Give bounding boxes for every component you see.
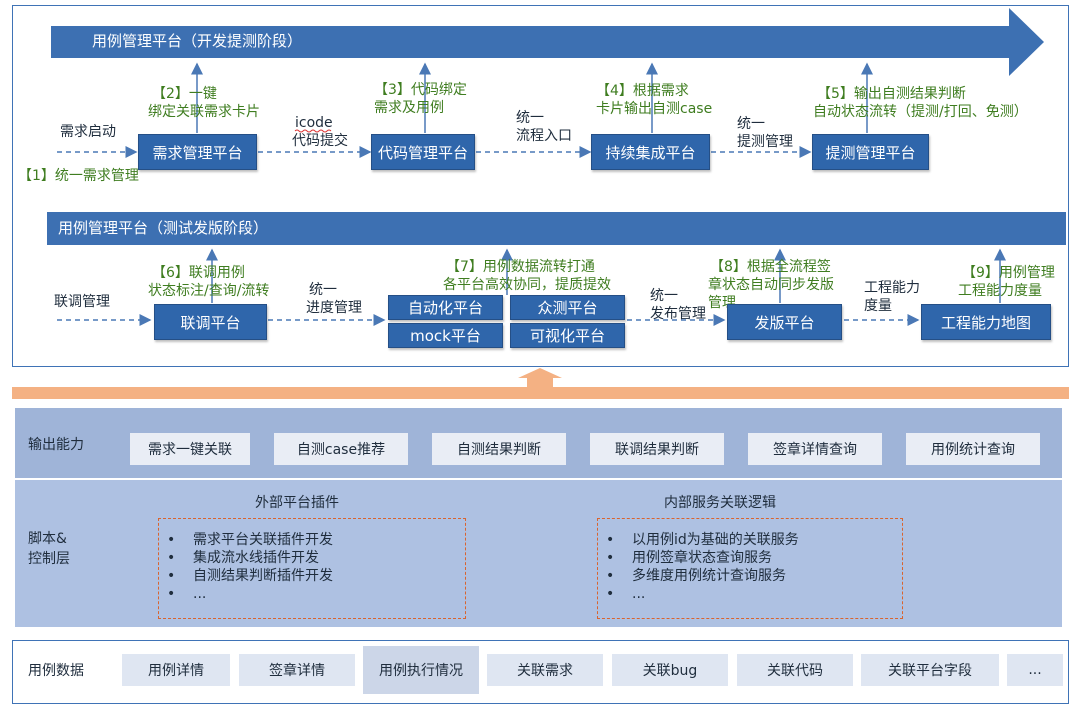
- internal-services-list: 以用例id为基础的关联服务 用例签章状态查询服务 多维度用例统计查询服务 ...: [598, 531, 902, 603]
- data-item[interactable]: 用例详情: [122, 654, 230, 686]
- data-item[interactable]: 关联代码: [737, 654, 853, 686]
- capability-item[interactable]: 用例统计查询: [906, 433, 1040, 465]
- data-item[interactable]: 关联bug: [612, 654, 728, 686]
- annotation-8-line2: 章状态自动同步发版: [708, 277, 834, 293]
- flow-label-unified-2: 统一: [737, 116, 765, 132]
- annotation-5-line1: 【5】输出自测结果判断: [817, 86, 966, 102]
- external-plugins-list: 需求平台关联插件开发 集成流水线插件开发 自测结果判断插件开发 ...: [159, 531, 465, 603]
- flow-label-flow-entry: 流程入口: [516, 128, 572, 144]
- release-phase-banner: 用例管理平台（测试发版阶段）: [58, 219, 269, 237]
- annotation-6-line2: 状态标注/查询/流转: [148, 283, 270, 299]
- list-item: ...: [598, 585, 902, 603]
- annotation-6-line1: 【6】联调用例: [152, 265, 245, 281]
- capability-item[interactable]: 自测case推荐: [274, 433, 408, 465]
- script-layer-label-line2: 控制层: [28, 551, 70, 567]
- platform-ci[interactable]: 持续集成平台: [591, 134, 710, 170]
- platform-crowd-testing[interactable]: 众测平台: [510, 295, 625, 320]
- annotation-7-line1: 【7】用例数据流转打通: [446, 259, 595, 275]
- annotation-9-line2: 工程能力度量: [958, 283, 1042, 299]
- orange-band: [12, 387, 1069, 399]
- capability-item[interactable]: 签章详情查询: [748, 433, 882, 465]
- annotation-8-line1: 【8】根据全流程签: [710, 259, 831, 275]
- flow-label-start: 需求启动: [60, 124, 116, 140]
- annotation-2-line2: 绑定关联需求卡片: [148, 104, 260, 120]
- data-item[interactable]: 关联平台字段: [861, 654, 999, 686]
- list-item: 需求平台关联插件开发: [159, 531, 465, 549]
- data-item[interactable]: ...: [1007, 654, 1063, 686]
- flow-label-rel-unified-2: 统一: [650, 288, 678, 304]
- annotation-3-line1: 【3】代码绑定: [374, 82, 467, 98]
- list-item: 自测结果判断插件开发: [159, 567, 465, 585]
- flow-label-code-commit: 代码提交: [292, 133, 348, 149]
- flow-label-joint-mgmt: 联调管理: [54, 294, 110, 310]
- flow-label-eng-capability: 工程能力: [864, 280, 920, 296]
- data-layer-label: 用例数据: [28, 663, 84, 679]
- external-plugins-box: 需求平台关联插件开发 集成流水线插件开发 自测结果判断插件开发 ...: [158, 518, 466, 619]
- annotation-5-line2: 自动状态流转（提测/打回、免测）: [813, 104, 1028, 120]
- list-item: 集成流水线插件开发: [159, 549, 465, 567]
- platform-release[interactable]: 发版平台: [727, 304, 842, 340]
- external-plugins-title: 外部平台插件: [255, 495, 339, 511]
- flow-label-eng-metrics: 度量: [864, 298, 892, 314]
- annotation-2-line1: 【2】一键: [152, 86, 217, 102]
- flow-label-unified-1: 统一: [516, 110, 544, 126]
- list-item: 以用例id为基础的关联服务: [598, 531, 902, 549]
- annotation-1: 【1】统一需求管理: [18, 168, 139, 184]
- capability-item[interactable]: 自测结果判断: [432, 433, 566, 465]
- flow-label-progress-mgmt: 进度管理: [306, 300, 362, 316]
- list-item: ...: [159, 585, 465, 603]
- output-layer-label: 输出能力: [28, 437, 84, 453]
- internal-services-box: 以用例id为基础的关联服务 用例签章状态查询服务 多维度用例统计查询服务 ...: [597, 518, 903, 619]
- dev-phase-banner: 用例管理平台（开发提测阶段）: [92, 32, 303, 50]
- annotation-4-line2: 卡片输出自测case: [596, 101, 713, 117]
- platform-joint-debug[interactable]: 联调平台: [154, 304, 267, 340]
- flow-label-rel-unified-1: 统一: [309, 282, 337, 298]
- annotation-4-line1: 【4】根据需求: [596, 83, 689, 99]
- platform-requirements[interactable]: 需求管理平台: [138, 134, 257, 170]
- platform-engineering-map[interactable]: 工程能力地图: [921, 304, 1051, 340]
- annotation-9-line1: 【9】用例管理: [962, 265, 1055, 281]
- data-item[interactable]: 关联需求: [487, 654, 603, 686]
- platform-visualization[interactable]: 可视化平台: [510, 323, 625, 348]
- up-arrow-icon: [518, 368, 562, 387]
- layer-separator: [12, 368, 1069, 399]
- data-item[interactable]: 用例执行情况: [363, 646, 479, 694]
- internal-services-title: 内部服务关联逻辑: [664, 495, 776, 511]
- capability-item[interactable]: 联调结果判断: [590, 433, 724, 465]
- annotation-7-line2: 各平台高效协同，提质提效: [443, 277, 611, 293]
- list-item: 用例签章状态查询服务: [598, 549, 902, 567]
- platform-mock[interactable]: mock平台: [388, 323, 503, 348]
- flow-label-release-mgmt: 发布管理: [650, 306, 706, 322]
- capability-item[interactable]: 需求一键关联: [130, 433, 250, 465]
- flow-label-icode: icode: [295, 115, 333, 131]
- platform-test-submission[interactable]: 提测管理平台: [812, 134, 929, 170]
- platform-code[interactable]: 代码管理平台: [371, 134, 475, 170]
- script-layer-label-line1: 脚本&: [28, 531, 67, 547]
- annotation-3-line2: 需求及用例: [374, 100, 444, 116]
- list-item: 多维度用例统计查询服务: [598, 567, 902, 585]
- data-item[interactable]: 签章详情: [239, 654, 355, 686]
- platform-automation[interactable]: 自动化平台: [388, 295, 503, 320]
- flow-label-test-mgmt: 提测管理: [737, 134, 793, 150]
